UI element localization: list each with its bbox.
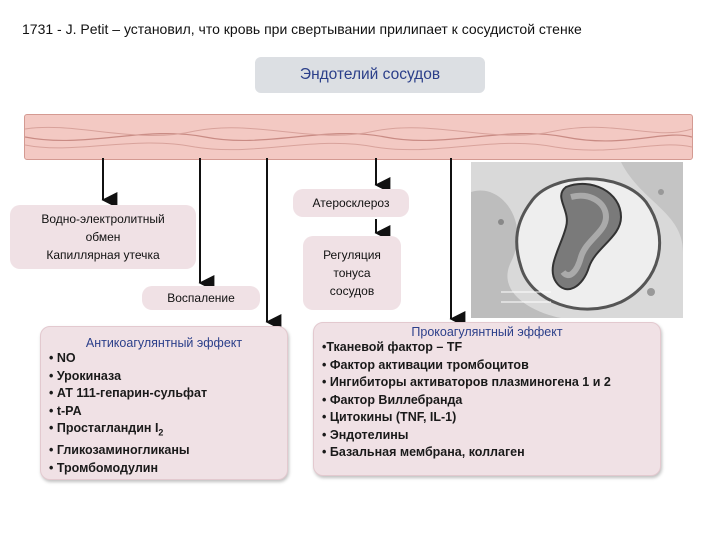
endothelial-cells-drawing [25,126,692,151]
procoagulant-title: Прокоагулянтный эффект [411,325,563,339]
list-item: • Гликозаминогликаны [49,443,190,457]
diagram-title: Эндотелий сосудов [255,57,485,93]
procoagulant-list: •Тканевой фактор – TF • Фактор активации… [314,339,660,462]
anticoagulant-list: • NO • Урокиназа • АТ 111-гепарин-сульфа… [41,350,287,477]
anticoagulant-title: Антикоагулянтный эффект [85,336,243,350]
endothelium-strip [24,114,693,160]
list-item: • Простагландин I2 [49,420,287,442]
vascular-tone-box: Регуляция тонуса сосудов [303,236,401,310]
water-electrolyte-box: Водно-электролитный обмен Капиллярная ут… [10,205,196,269]
tone-box-line-2: тонуса [333,266,371,280]
list-item: • Цитокины (TNF, IL-1) [322,410,457,424]
list-item: • Базальная мембрана, коллаген [322,445,525,459]
electron-micrograph-image [471,162,683,318]
water-box-line-2: обмен [85,230,121,244]
procoagulant-box: Прокоагулянтный эффект •Тканевой фактор … [313,322,661,476]
prostaglandin-label: • Простагландин I [49,421,159,435]
tone-box-line-3: сосудов [329,284,375,298]
atherosclerosis-box: Атеросклероз [293,189,409,217]
tone-box-line-1: Регуляция [323,248,381,262]
list-item: • Тромбомодулин [49,460,158,475]
micrograph-drawing [471,162,683,318]
list-item: • Ингибиторы активаторов плазминогена 1 … [322,375,611,389]
list-item: • NO [49,351,76,365]
prostaglandin-subscript: 2 [158,427,164,438]
anticoagulant-box: Антикоагулянтный эффект • NO • Урокиназа… [40,326,288,480]
list-item: • Урокиназа [49,368,122,383]
list-item: •Тканевой фактор – TF [322,340,463,354]
list-item: • t-PA [49,403,82,418]
inflammation-box: Воспаление [142,286,260,310]
water-box-line-1: Водно-электролитный [41,212,165,226]
list-item: • Фактор Виллебранда [322,392,463,407]
list-item: • Фактор активации тромбоцитов [322,357,529,372]
list-item: • Эндотелины [322,427,409,442]
intro-text: 1731 - J. Petit – установил, что кровь п… [22,21,582,37]
water-box-line-3: Капиллярная утечка [46,248,160,262]
list-item: • АТ 111-гепарин-сульфат [49,386,208,400]
